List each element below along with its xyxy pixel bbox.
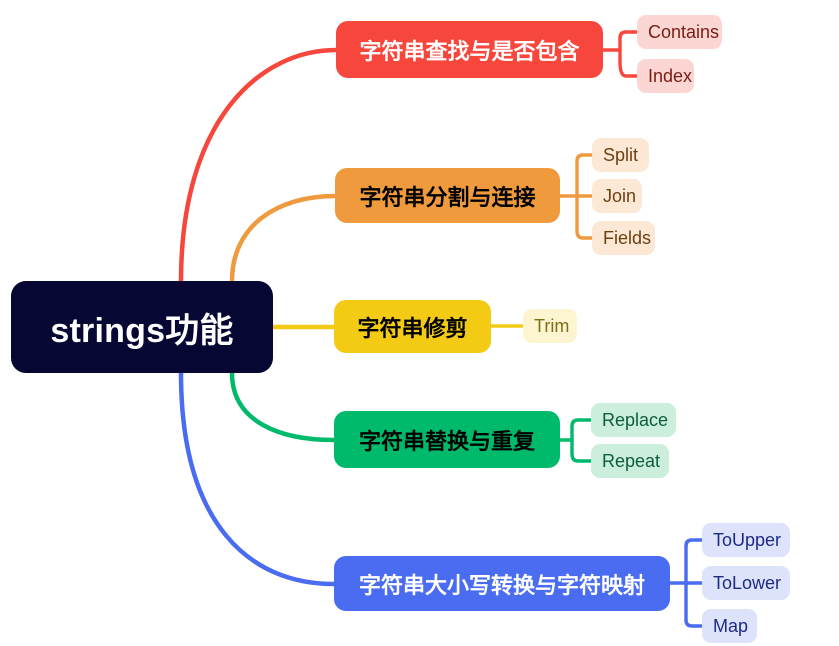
leaf-node-contains[interactable]: Contains xyxy=(637,15,722,49)
leaf-node-map-label: Map xyxy=(713,615,749,636)
branch-node-trim[interactable]: 字符串修剪 xyxy=(334,300,491,353)
branch-node-replace-repeat-label: 字符串替换与重复 xyxy=(358,428,535,454)
leaf-node-replace-label: Replace xyxy=(602,409,669,430)
connector-split-join-leaves xyxy=(558,153,594,240)
leaf-node-fields[interactable]: Fields xyxy=(592,221,655,255)
leaf-node-repeat-label: Repeat xyxy=(602,450,661,471)
connector-case-map-leaves xyxy=(668,538,704,628)
connector-replace-repeat-leaves xyxy=(558,418,593,463)
connector-root-to-case-map xyxy=(178,370,337,587)
leaf-node-trim-label: Trim xyxy=(534,315,570,336)
leaf-node-map[interactable]: Map xyxy=(702,609,757,643)
branch-node-trim-label: 字符串修剪 xyxy=(357,315,468,341)
branch-node-case-map-label: 字符串大小写转换与字符映射 xyxy=(358,572,645,598)
leaf-node-split-label: Split xyxy=(603,144,639,165)
leaf-node-split[interactable]: Split xyxy=(592,138,649,172)
leaf-node-fields-label: Fields xyxy=(603,227,652,248)
branch-node-replace-repeat[interactable]: 字符串替换与重复 xyxy=(334,411,560,468)
leaf-node-trim[interactable]: Trim xyxy=(523,309,577,343)
branch-node-find-label: 字符串查找与是否包含 xyxy=(359,38,580,64)
leaf-node-toupper-label: ToUpper xyxy=(713,529,782,550)
root-node[interactable]: strings功能 xyxy=(11,281,273,373)
connector-root-to-replace-repeat xyxy=(229,370,337,443)
leaf-node-index-label: Index xyxy=(648,65,693,86)
branch-node-find[interactable]: 字符串查找与是否包含 xyxy=(336,21,603,78)
branch-node-case-map[interactable]: 字符串大小写转换与字符映射 xyxy=(334,556,670,611)
leaf-node-index[interactable]: Index xyxy=(637,59,694,93)
leaf-node-toupper[interactable]: ToUpper xyxy=(702,523,790,557)
branch-node-split-join-label: 字符串分割与连接 xyxy=(359,184,536,210)
connector-root-to-split-join xyxy=(229,193,338,284)
connector-find-leaves xyxy=(601,30,639,78)
leaf-node-repeat[interactable]: Repeat xyxy=(591,444,669,478)
connector-root-to-find xyxy=(178,47,339,284)
leaf-node-join-label: Join xyxy=(603,185,637,206)
leaf-node-tolower-label: ToLower xyxy=(713,572,782,593)
root-node-label: strings功能 xyxy=(50,311,234,350)
leaf-node-replace[interactable]: Replace xyxy=(591,403,676,437)
leaf-node-contains-label: Contains xyxy=(648,21,720,42)
leaf-node-join[interactable]: Join xyxy=(592,179,642,213)
branch-node-split-join[interactable]: 字符串分割与连接 xyxy=(335,168,560,223)
leaf-node-tolower[interactable]: ToLower xyxy=(702,566,790,600)
